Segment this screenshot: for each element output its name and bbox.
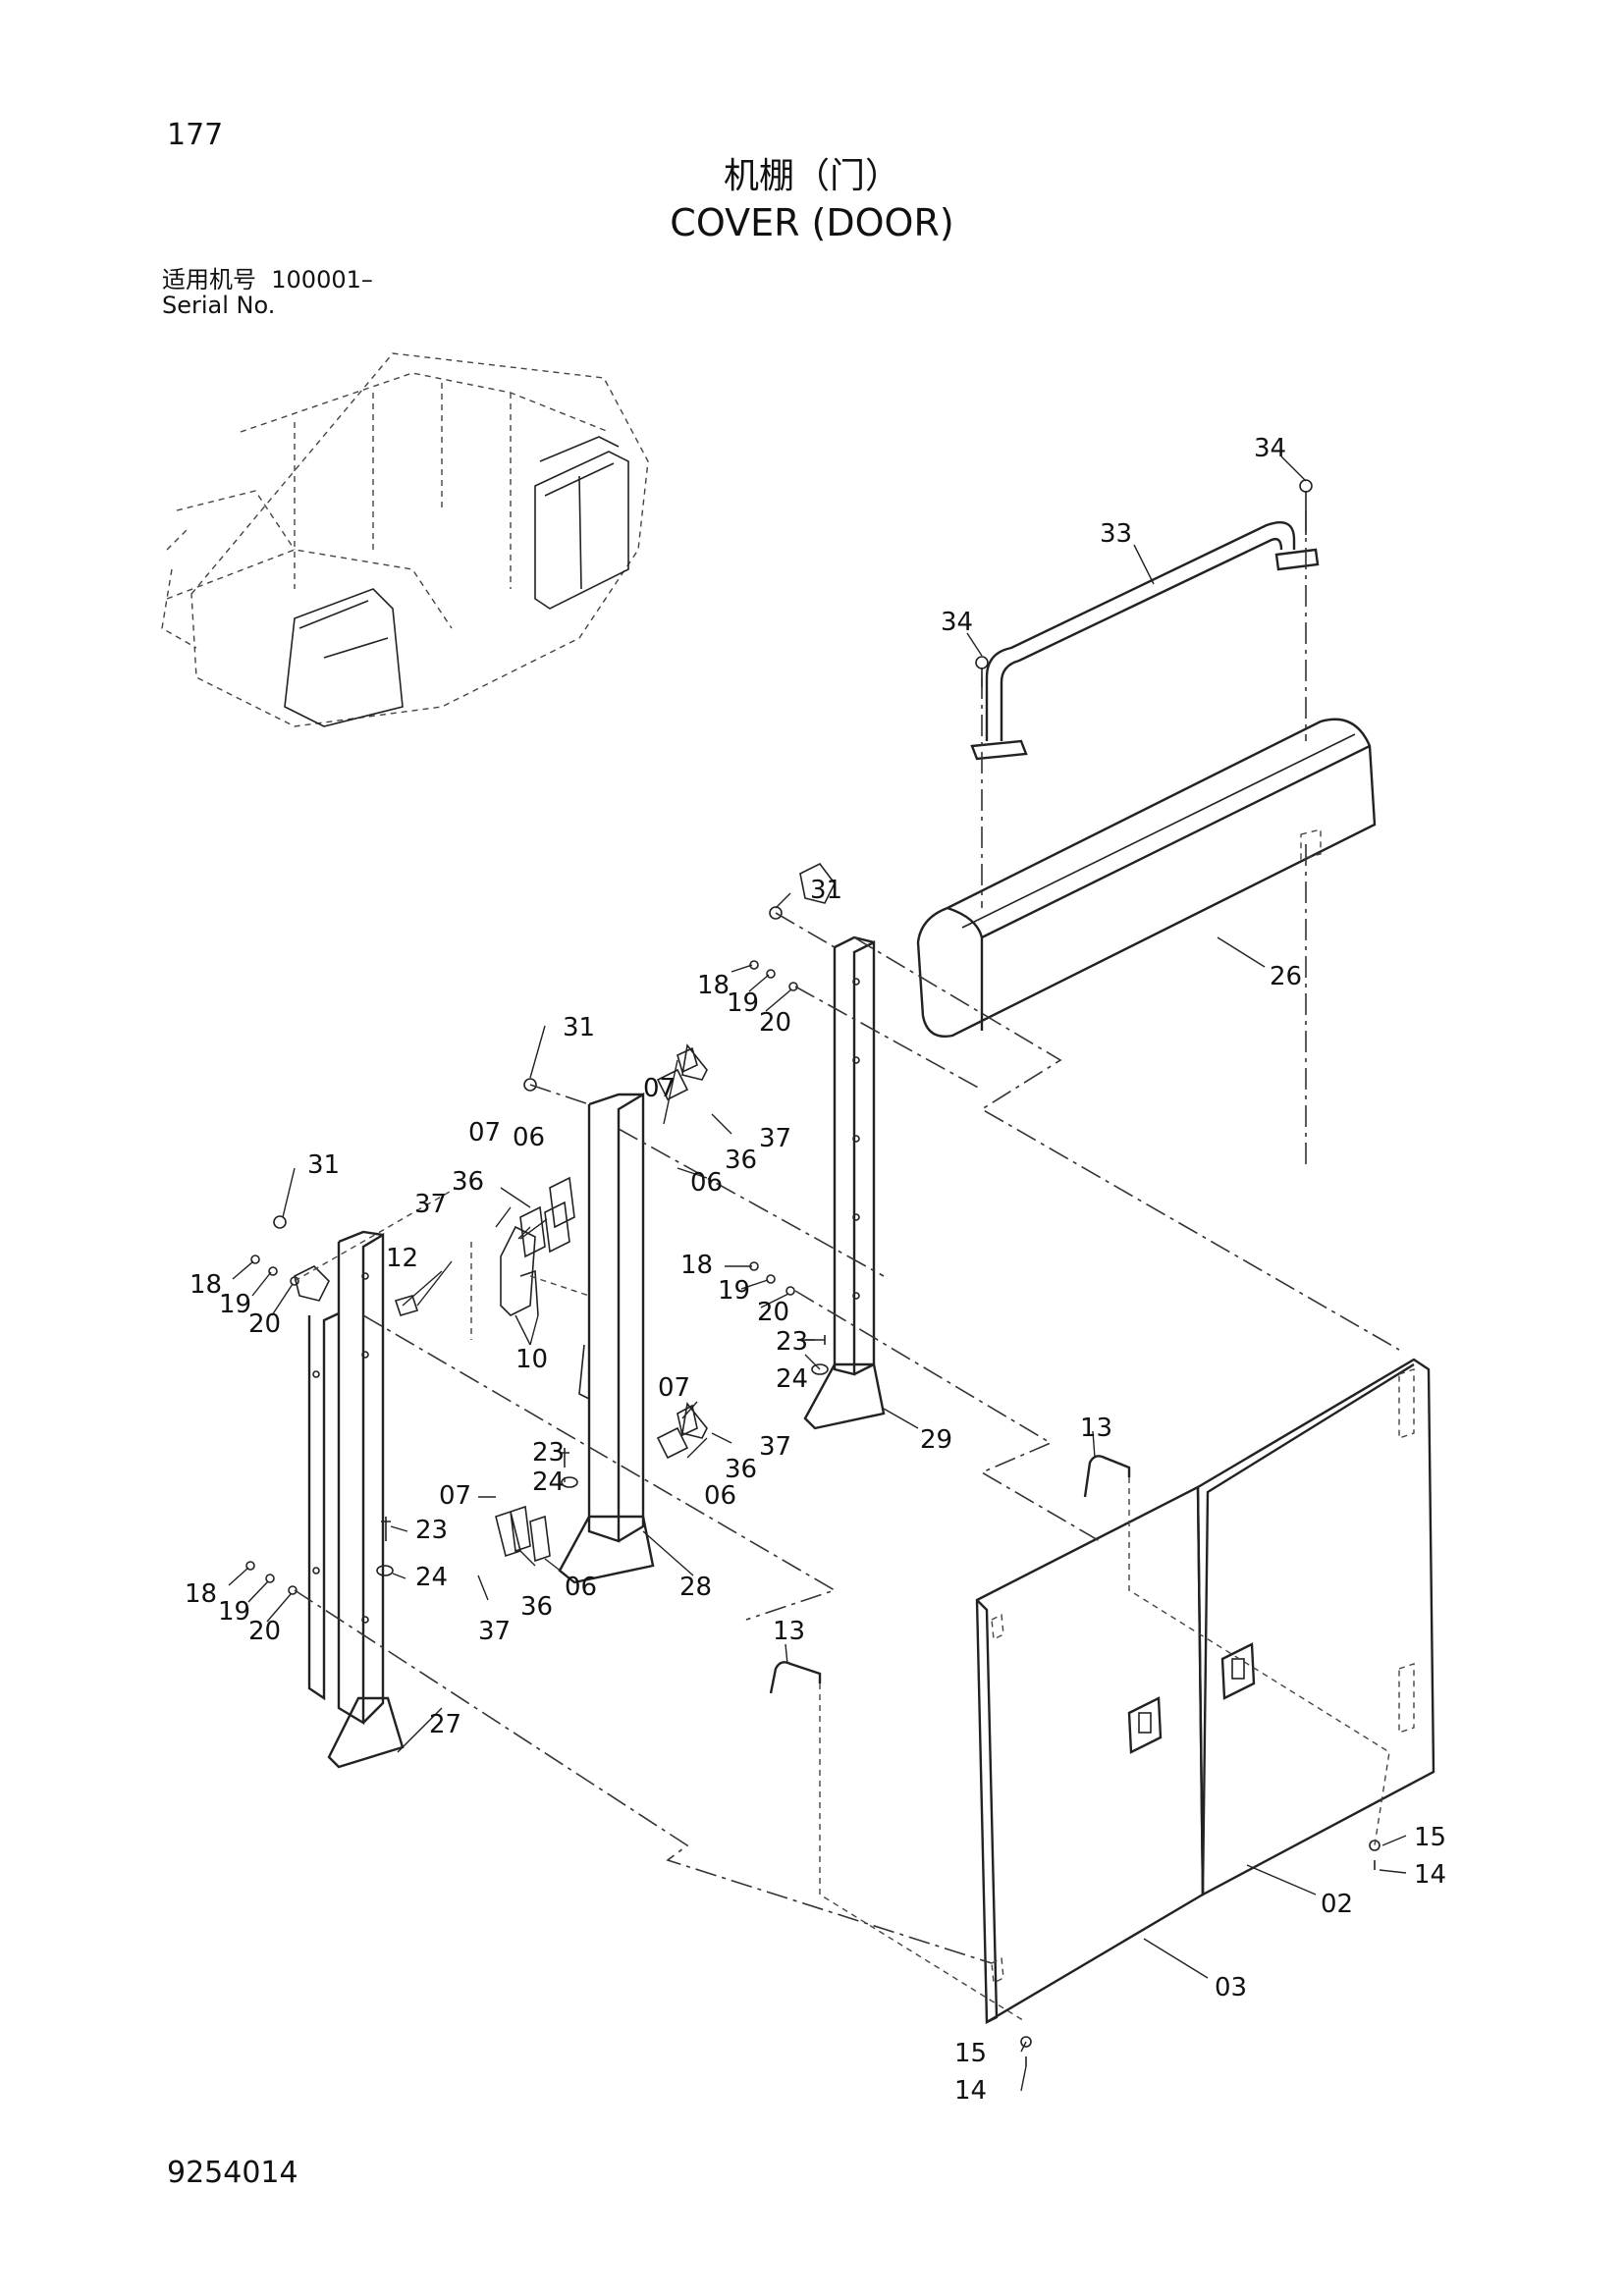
callout-19-upper-right: 19 [727, 988, 759, 1018]
callout-28: 28 [679, 1573, 712, 1602]
callout-15-bottom: 15 [954, 2039, 987, 2068]
callout-37-lower-right: 37 [759, 1432, 791, 1462]
callout-24-left: 24 [415, 1563, 448, 1592]
callout-36-lower-left: 36 [520, 1592, 553, 1622]
callout-13-left: 13 [773, 1617, 805, 1646]
callout-18-lower-left: 18 [185, 1579, 217, 1609]
callout-31-left: 31 [307, 1150, 340, 1180]
callout-06-upper-left: 06 [513, 1123, 545, 1152]
pillar-29-drawing [799, 862, 886, 1430]
callout-36-upper-left: 36 [452, 1167, 484, 1197]
callout-06-lower-left: 06 [565, 1573, 597, 1602]
handle-13-drawing [769, 1455, 1131, 1694]
callout-07-upper-left: 07 [468, 1118, 501, 1148]
callout-13-right: 13 [1080, 1414, 1112, 1443]
callout-03: 03 [1215, 1973, 1247, 2002]
callout-37-lower-left: 37 [478, 1617, 511, 1646]
callout-36-lower-right: 36 [725, 1455, 757, 1484]
callout-37-upper-right: 37 [759, 1124, 791, 1153]
title-chinese: 机棚（门） [723, 156, 900, 196]
callout-20-upper-left: 20 [248, 1309, 281, 1339]
assembly-lines [294, 510, 1400, 2023]
serial-label-english: Serial No. [162, 292, 276, 319]
page-number: 177 [167, 118, 224, 152]
callout-labels: 34 34 33 26 31 31 31 18 19 20 18 19 20 1… [185, 434, 1446, 2106]
doors-02-03-drawing [975, 1358, 1435, 2025]
callout-10: 10 [515, 1345, 548, 1374]
callout-14-bottom: 14 [954, 2076, 987, 2106]
callout-20-lower-right: 20 [757, 1298, 789, 1327]
pillar-28-drawing [558, 1092, 655, 1584]
callout-06-lower-right: 06 [704, 1481, 736, 1511]
callout-31-middle: 31 [563, 1013, 595, 1042]
callout-36-upper-right: 36 [725, 1146, 757, 1175]
serial-block: 适用机号 100001– Serial No. [162, 267, 373, 318]
callout-29: 29 [920, 1425, 952, 1455]
callout-19-lower-left: 19 [218, 1597, 250, 1627]
callout-02: 02 [1321, 1890, 1353, 1919]
callout-06-upper-right: 06 [690, 1168, 723, 1198]
callout-20-lower-left: 20 [248, 1617, 281, 1646]
serial-label-chinese: 适用机号 [162, 266, 256, 294]
callout-27: 27 [429, 1710, 461, 1739]
callout-14-right: 14 [1414, 1860, 1446, 1890]
callout-18-upper-left: 18 [189, 1270, 222, 1300]
callout-23-middle: 23 [532, 1438, 565, 1468]
hardware-drawing [245, 479, 1380, 2066]
callout-31-right: 31 [810, 876, 842, 905]
callout-34-left: 34 [941, 608, 973, 637]
callout-23-left: 23 [415, 1516, 448, 1545]
cover-panel-26-drawing [916, 718, 1377, 1038]
leader-lines [228, 455, 1407, 2092]
callout-19-lower-right: 19 [718, 1276, 750, 1306]
callout-24-middle: 24 [532, 1468, 565, 1497]
callout-26: 26 [1270, 962, 1302, 991]
callout-33: 33 [1100, 519, 1132, 549]
callout-18-upper-right: 18 [697, 971, 730, 1000]
handrail-33-drawing [970, 491, 1320, 761]
callout-07-upper-right: 07 [643, 1074, 676, 1103]
callout-07-lower-right: 07 [658, 1373, 690, 1403]
callout-23-right: 23 [776, 1327, 808, 1357]
callout-24-right: 24 [776, 1364, 808, 1394]
callout-37-upper-left: 37 [414, 1190, 447, 1219]
callout-20-upper-right: 20 [759, 1008, 791, 1038]
callout-12: 12 [386, 1244, 418, 1273]
callout-07-lower-left: 07 [439, 1481, 471, 1511]
callout-34-top: 34 [1254, 434, 1286, 463]
callout-19-upper-left: 19 [219, 1290, 251, 1319]
title-english: COVER (DOOR) [670, 201, 954, 244]
serial-value: 100001– [271, 266, 373, 294]
machine-overview-drawing [161, 352, 649, 727]
pillar-27-drawing [294, 1230, 405, 1769]
callout-18-lower-right: 18 [680, 1251, 713, 1280]
document-number: 9254014 [167, 2156, 298, 2190]
callout-15-right: 15 [1414, 1823, 1446, 1852]
